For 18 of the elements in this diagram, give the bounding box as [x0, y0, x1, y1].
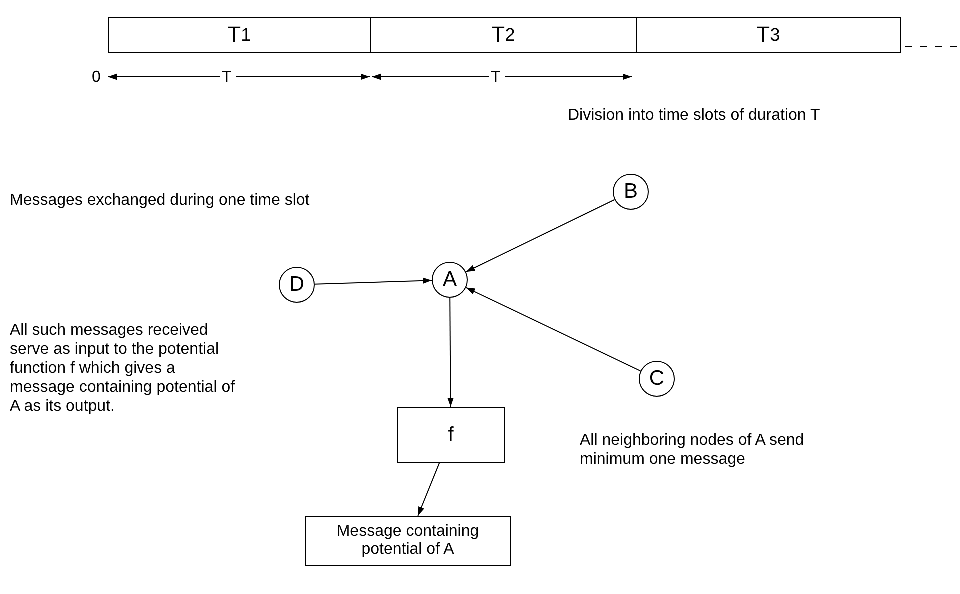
arrow — [418, 462, 440, 516]
arrow — [466, 199, 616, 273]
axis-label: 0 — [92, 68, 101, 87]
arrow — [448, 298, 454, 408]
output-box: Message containing potential of A — [305, 516, 511, 566]
arrow — [466, 287, 642, 372]
dimension-label: T — [491, 68, 501, 87]
dimension-label: T — [222, 68, 232, 87]
node-circle: C — [639, 361, 675, 397]
annotation-text: All neighboring nodes of A send minimum one message — [580, 431, 806, 469]
function-box: f — [397, 407, 505, 463]
caption-text: Division into time slots of duration T — [568, 106, 820, 125]
annotation-text: Messages exchanged during one time slot — [10, 191, 310, 210]
annotation-text: All such messages received serve as input to the potential function f which gives a message containing potential of A as its output. — [10, 321, 236, 416]
node-circle: A — [432, 262, 468, 298]
arrow — [314, 278, 432, 285]
node-circle: D — [279, 267, 315, 303]
node-circle: B — [613, 174, 649, 210]
